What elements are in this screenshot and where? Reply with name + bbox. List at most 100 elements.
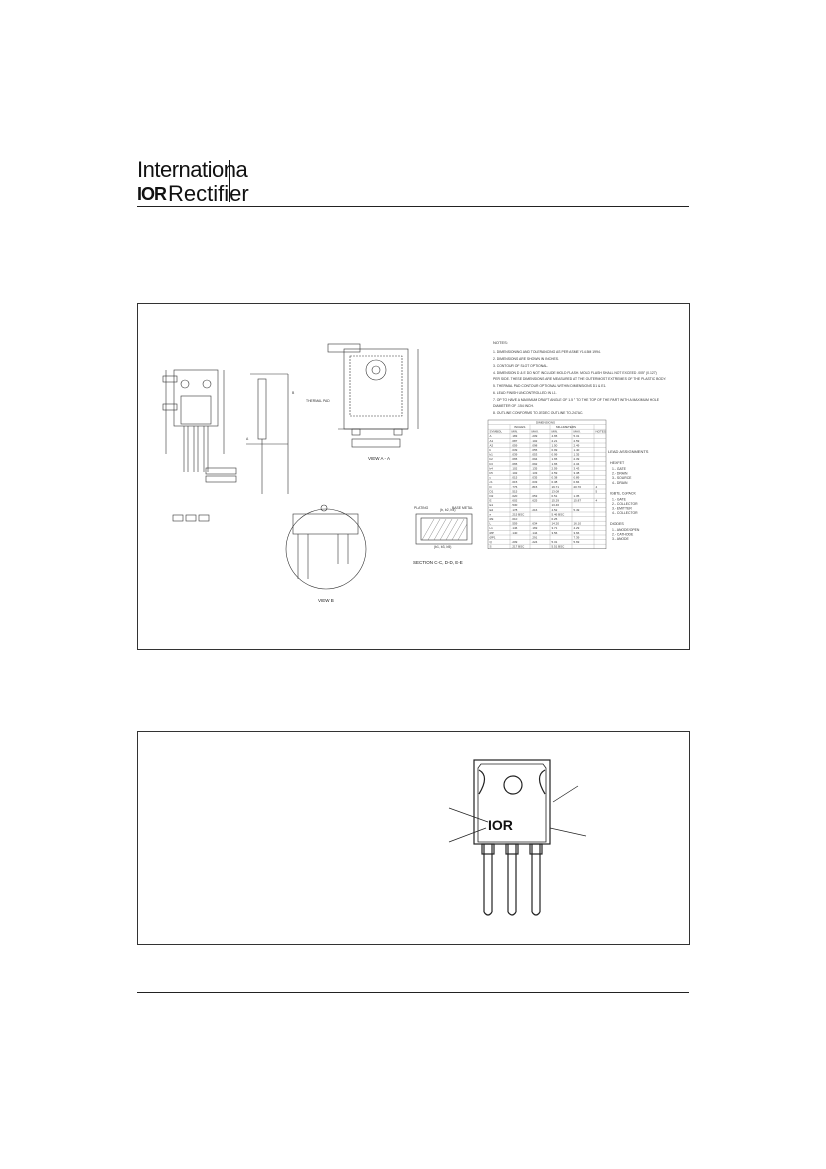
footer-rule: [137, 992, 689, 993]
table-column-header: MAX.: [532, 430, 540, 434]
view-aa-label: VIEW A - A: [368, 456, 390, 461]
note-item: 3. CONTOUR OF SLOT OPTIONAL.: [493, 364, 548, 368]
note-item: 7. OP TO HAVE A MAXIMUM DRAFT ANGLE OF 1…: [493, 398, 660, 402]
header-rule: [137, 206, 689, 207]
table-cell: .625: [532, 499, 538, 503]
plating-label: PLATING: [414, 506, 429, 510]
lead-dims-label: (b1, b3, b5): [434, 545, 451, 549]
table-cell: .602: [512, 499, 518, 503]
table-cell: 1.65: [552, 457, 558, 461]
table-cell: .039: [512, 453, 518, 457]
table-cell: 2.21: [552, 439, 558, 443]
notes-title: NOTES:: [493, 340, 508, 345]
base-metal-label: BASE METAL: [452, 506, 473, 510]
lead-group-name: IGBTs, CoPACK: [610, 491, 636, 495]
table-cell: .094: [532, 457, 538, 461]
view-aa-body: [343, 348, 409, 430]
logo-ior-mark: IOR: [137, 184, 167, 204]
table-cell: 5.31: [552, 540, 558, 544]
table-cell: 1.65: [552, 462, 558, 466]
lead-assignment-item: 1.- ANODE/OPEN: [612, 528, 640, 532]
table-cell: e: [490, 512, 492, 516]
side-view-body: [257, 378, 267, 440]
note-item: PER SIDE. THESE DIMENSIONS ARE MEASURED …: [493, 377, 667, 381]
table-cell: 14.20: [552, 522, 560, 526]
notes-list: 1. DIMENSIONING AND TOLERANCING AS PER A…: [493, 350, 667, 415]
package-outline-drawing: VIEW A - A VIEW B SECTION C-C, D-D, E-E …: [162, 340, 667, 603]
table-cell: 19.71: [552, 485, 560, 489]
table-cell: c1: [490, 480, 494, 484]
table-cell: .010: [512, 517, 518, 521]
table-cell: 3.66: [574, 531, 580, 535]
table-cell: 15.29: [552, 499, 560, 503]
table-cell: .209: [512, 540, 518, 544]
section-lead-core: [420, 517, 468, 541]
view-b-detail: [285, 508, 367, 590]
table-cell: 0.99: [552, 448, 558, 452]
table-cell: 13.46: [552, 503, 560, 507]
lead-assignment-item: 2.- DRAIN: [612, 472, 628, 476]
note-item: 4. DIMENSION D & E DO NOT INCLUDE MOLD F…: [493, 371, 657, 375]
table-cell: .183: [512, 434, 518, 438]
datum-a-label: A: [246, 437, 249, 441]
table-cell: 4.52: [552, 508, 558, 512]
table-cell: .059: [512, 443, 518, 447]
lead-assignment-item: 3.- ANODE: [612, 537, 630, 541]
table-cell: 3.43: [574, 466, 580, 470]
lead-group-name: DIODES: [610, 522, 624, 526]
table-cell: 3.71: [552, 526, 558, 530]
view-aa-hole: [365, 359, 387, 381]
table-cell: 15.87: [574, 499, 582, 503]
table-cell: 1.35: [574, 453, 580, 457]
note-item: 8. OUTLINE CONFORMS TO JEDEC OUTLINE TO-…: [493, 411, 583, 415]
table-sub-header: INCHES: [514, 425, 525, 429]
table-cell: .092: [532, 462, 538, 466]
logo-line-rectifier: IOR Rectifier: [137, 182, 249, 206]
table-cell: .053: [532, 494, 538, 498]
table-cell: .053: [532, 453, 538, 457]
table-cell: .140: [512, 531, 518, 535]
table-cell: .133: [532, 471, 538, 475]
lead-assignment-item: 3.- SOURCE: [612, 476, 632, 480]
table-cell: 2.59: [574, 439, 580, 443]
front-view-mount-hole: [180, 379, 190, 389]
logo-divider: [229, 160, 230, 202]
table-cell: 4: [596, 485, 598, 489]
table-cell: 3.38: [574, 471, 580, 475]
table-cell: .135: [532, 466, 538, 470]
table-cell: .065: [512, 457, 518, 461]
part-marking-drawing: IOR: [448, 759, 587, 916]
lead-assignment-item: 1.- GATE: [612, 467, 627, 471]
table-column-header: MAX.: [574, 430, 582, 434]
table-cell: 2.39: [574, 457, 580, 461]
table-cell: .559: [512, 522, 518, 526]
table-cell: 0.38: [552, 476, 558, 480]
table-cell: .291: [532, 535, 538, 539]
table-cell: A2: [490, 443, 494, 447]
table-cell: .020: [512, 494, 518, 498]
table-cell: 16.10: [574, 522, 582, 526]
table-cell: .217 BSC: [512, 545, 526, 549]
table-cell: A1: [490, 439, 494, 443]
table-cell: E: [490, 499, 492, 503]
table-cell: .102: [532, 439, 538, 443]
table-cell: .015: [512, 480, 518, 484]
company-logo: Internationa IOR Rectifier: [137, 158, 249, 206]
table-cell: .102: [512, 466, 518, 470]
table-cell: .169: [532, 526, 538, 530]
table-cell: 4: [596, 499, 598, 503]
lead-assignment-item: 1.- GATE: [612, 497, 627, 501]
table-cell: b1: [490, 453, 494, 457]
table-column-header: MIN.: [512, 430, 518, 434]
table-cell: 5.31: [574, 434, 580, 438]
table-cell: c: [490, 476, 492, 480]
table-cell: .102: [512, 471, 518, 475]
table-cell: 1.50: [552, 443, 558, 447]
table-cell: b: [490, 448, 492, 452]
table-cell: b3: [490, 462, 494, 466]
table-cell: .015: [512, 476, 518, 480]
table-cell: .515: [512, 489, 518, 493]
table-cell: .098: [532, 443, 538, 447]
table-cell: .209: [532, 434, 538, 438]
